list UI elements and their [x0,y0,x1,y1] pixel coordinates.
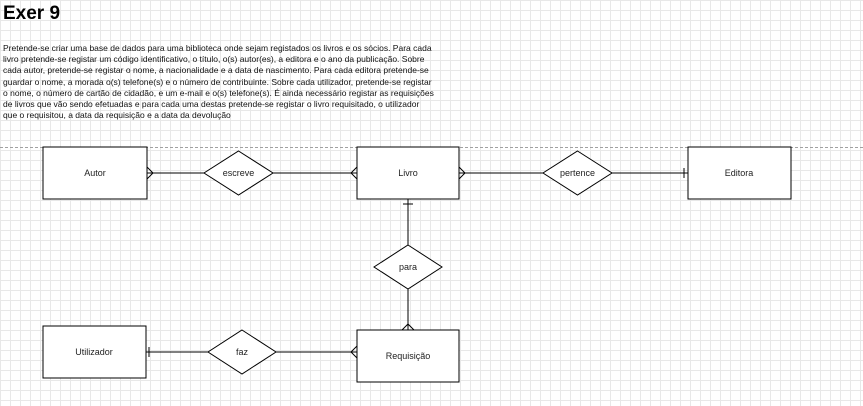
entity-requisicao-label: Requisição [386,351,431,361]
entity-editora[interactable]: Editora [687,146,792,200]
page-title: Exer 9 [3,3,61,24]
crowsfoot-livro-left [350,166,358,180]
entity-utilizador-label: Utilizador [75,347,113,357]
entity-livro[interactable]: Livro [356,146,460,200]
crowsfoot-livro-right [458,166,466,180]
entity-requisicao[interactable]: Requisição [356,329,460,383]
entity-utilizador[interactable]: Utilizador [42,325,147,379]
relationship-escreve[interactable]: escreve [203,150,274,196]
relationship-faz-label: faz [236,347,249,357]
relationship-faz[interactable]: faz [207,329,277,375]
crowsfoot-autor [146,166,154,180]
relationship-pertence[interactable]: pertence [542,150,613,196]
relationship-para[interactable]: para [373,244,443,290]
crowsfoot-requisicao-top [401,323,415,331]
entity-autor-label: Autor [84,168,106,178]
crowsfoot-requisicao-left [350,345,358,359]
entity-livro-label: Livro [398,168,418,178]
relationship-para-label: para [399,262,417,272]
entity-editora-label: Editora [725,168,754,178]
problem-description: Pretende-se criar uma base de dados para… [3,43,434,121]
entity-autor[interactable]: Autor [42,146,148,200]
relationship-escreve-label: escreve [223,168,255,178]
relationship-pertence-label: pertence [560,168,595,178]
